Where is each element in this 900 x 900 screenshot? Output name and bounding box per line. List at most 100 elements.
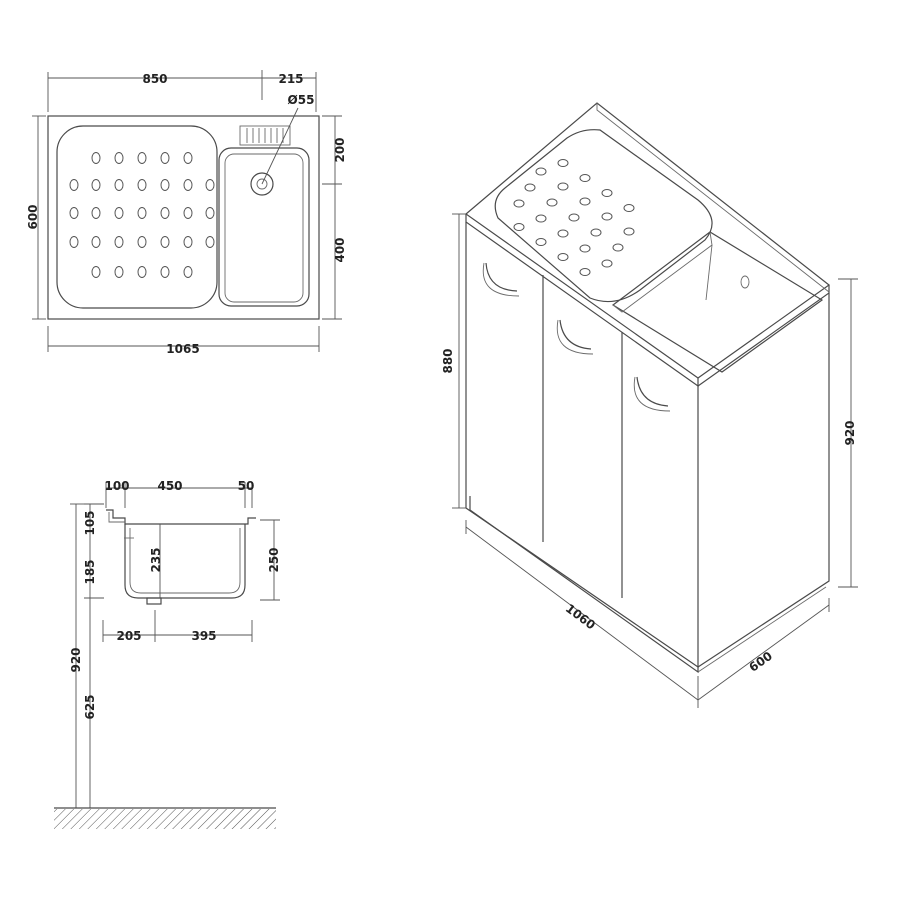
iso-drainer-holes (513, 159, 635, 276)
handle-center (559, 319, 592, 350)
iso-drainer-hole (513, 223, 525, 231)
sink-rim (106, 509, 256, 525)
dim-600-iso: 600 (746, 649, 775, 675)
iso-drainer-hole (568, 213, 580, 222)
drainer-hole (183, 236, 193, 248)
drainer-hole (137, 207, 147, 219)
bowl-inner (224, 153, 304, 303)
iso-drainer-hole (590, 228, 602, 237)
iso-drainer-hole (579, 197, 591, 206)
dim-o55: Ø55 (288, 93, 315, 107)
iso-drainer-hole (579, 244, 591, 253)
drainer-hole (160, 207, 170, 219)
drainer-hole (137, 152, 147, 164)
drain-leader (261, 107, 299, 185)
dim-395: 395 (191, 629, 216, 643)
iso-drainer-hole (601, 212, 613, 221)
dim-50: 50 (238, 479, 255, 493)
cabinet-side (697, 293, 830, 668)
iso-drainer-hole (623, 204, 635, 212)
iso-drainer-hole (612, 243, 624, 252)
dim-185: 185 (83, 559, 97, 584)
dim-235: 235 (149, 547, 163, 572)
iso-bowl (611, 231, 824, 373)
iso-drain (740, 275, 750, 289)
drainer-hole (160, 152, 170, 164)
drainer-hole (91, 207, 101, 219)
drainer-holes (69, 152, 215, 278)
bowl-section (124, 524, 246, 599)
iso-drainer-hole (623, 227, 635, 236)
handle-left (485, 262, 518, 292)
iso-drainer-hole (524, 183, 536, 192)
drainer-hole (183, 266, 193, 278)
iso-drainer-hole (513, 199, 525, 208)
dim-400: 400 (333, 237, 347, 262)
drainer-hole (114, 207, 124, 219)
dim-600-top: 600 (26, 204, 40, 229)
drainer-hole (160, 236, 170, 248)
iso-drainer-board (494, 129, 713, 303)
plinth (469, 496, 699, 674)
drainer-hole (91, 236, 101, 248)
dim-215: 215 (278, 72, 303, 86)
worktop-surface (465, 102, 831, 379)
dim-625: 625 (83, 694, 97, 719)
drainer-hole (137, 236, 147, 248)
drainer-hole (91, 266, 101, 278)
iso-drainer-hole (535, 167, 547, 176)
drainer-hole (91, 179, 101, 191)
drainer-hole (183, 152, 193, 164)
drainer-hole (114, 179, 124, 191)
dim-450: 450 (157, 479, 182, 493)
drainer-hole (91, 152, 101, 164)
iso-drainer-hole (546, 198, 558, 207)
drainer-hole (205, 236, 215, 248)
dim-920-section: 920 (69, 647, 83, 672)
iso-drainer-hole (579, 174, 591, 182)
drainer-hole (114, 152, 124, 164)
iso-drainer-hole (601, 259, 613, 268)
iso-drainer-hole (535, 214, 547, 223)
cabinet-front (465, 222, 699, 669)
drainer-hole (69, 236, 79, 248)
dim-880: 880 (441, 348, 455, 373)
dim-1065: 1065 (166, 342, 199, 356)
drainer-hole (137, 179, 147, 191)
iso-drainer-hole (557, 159, 569, 167)
iso-view: 880 920 1060 600 (441, 102, 858, 708)
iso-drainer-hole (557, 182, 569, 191)
dim-1060: 1060 (563, 601, 598, 632)
drainer-hole (114, 266, 124, 278)
dim-850: 850 (142, 72, 167, 86)
handle-right (636, 376, 669, 407)
top-view: 850 215 Ø55 600 200 400 1065 (26, 70, 347, 356)
iso-drainer-hole (557, 253, 569, 261)
overflow-grille (239, 125, 291, 146)
iso-drainer-hole (557, 229, 569, 238)
drainer-hole (160, 179, 170, 191)
drainer-hole (69, 207, 79, 219)
drain-outer (250, 172, 274, 196)
dim-100: 100 (104, 479, 129, 493)
drainer-hole (183, 207, 193, 219)
drainer-hole (205, 207, 215, 219)
drainer-hole (183, 179, 193, 191)
dim-250: 250 (267, 547, 281, 572)
sink-outline (47, 115, 320, 320)
drain-outlet (146, 597, 162, 605)
iso-drainer-hole (535, 238, 547, 246)
dim-205: 205 (116, 629, 141, 643)
dim-105: 105 (83, 510, 97, 535)
drainer-hole (114, 236, 124, 248)
drain-inner (256, 178, 268, 190)
grille-slots (246, 128, 284, 143)
drainer-hole (205, 179, 215, 191)
drainer-board (56, 125, 218, 309)
section-view: 100 450 50 105 235 250 185 920 625 205 3… (54, 479, 281, 829)
drainer-hole (69, 179, 79, 191)
dim-200: 200 (333, 137, 347, 162)
floor-hatch (54, 809, 276, 829)
drainer-hole (160, 266, 170, 278)
